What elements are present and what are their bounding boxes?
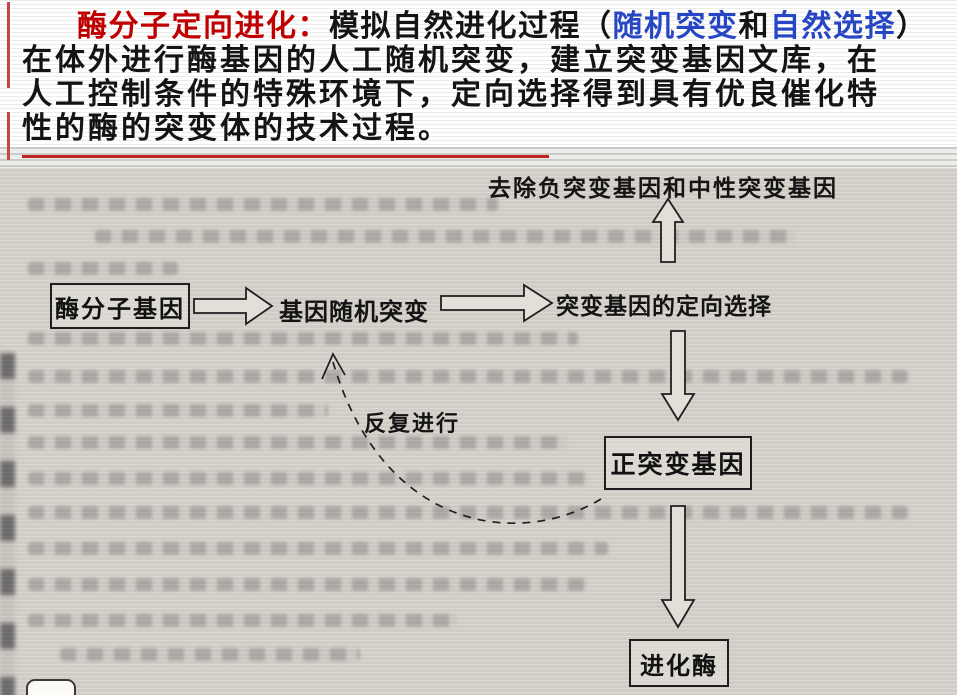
- node-random-mutation: 基因随机突变: [279, 300, 429, 326]
- definition-line-1: 酶分子定向进化：模拟自然进化过程（随机突变和自然选择）: [22, 10, 957, 44]
- partial-rounded-rect: [26, 679, 76, 695]
- label-remove-negative-neutral: 去除负突变基因和中性突变基因: [488, 176, 838, 201]
- scan-ghost-line: [28, 332, 578, 345]
- scan-ghost-line: [28, 436, 568, 449]
- flowchart-scan-area: [0, 168, 957, 695]
- node-evolved-enzyme: 进化酶: [629, 639, 729, 687]
- scan-ghost-line: [95, 230, 795, 243]
- scan-ghost-line: [28, 198, 498, 211]
- definition-text: 模拟自然进化过程（: [329, 10, 613, 43]
- scan-ghost-line: [28, 614, 458, 627]
- slide-header-area: [0, 0, 957, 168]
- scan-ghost-line: [28, 578, 588, 591]
- scan-artifact-column: [0, 353, 15, 695]
- scan-ghost-line: [28, 472, 588, 485]
- node-directed-selection: 突变基因的定向选择: [556, 294, 772, 319]
- red-underline: [22, 155, 549, 158]
- scan-ghost-line: [28, 542, 608, 555]
- definition-paragraph: 酶分子定向进化：模拟自然进化过程（随机突变和自然选择） 在体外进行酶基因的人工随…: [22, 10, 957, 146]
- definition-text: ）: [896, 10, 928, 43]
- node-enzyme-gene: 酶分子基因: [50, 283, 190, 329]
- definition-line-2: 在体外进行酶基因的人工随机突变，建立突变基因文库，在: [22, 44, 880, 77]
- node-positive-mutant-gene: 正突变基因: [604, 436, 752, 490]
- left-red-edge-mark: [7, 112, 10, 160]
- term-title: 酶分子定向进化：: [77, 10, 329, 43]
- scan-ghost-line: [28, 262, 178, 275]
- scan-ghost-line: [28, 370, 908, 383]
- scan-ghost-line: [28, 506, 908, 519]
- scan-ghost-line: [28, 404, 328, 417]
- definition-line-4: 性的酶的突变体的技术过程。: [22, 112, 451, 145]
- keyword-random-mutation: 随机突变: [612, 10, 739, 43]
- definition-text: 和: [738, 10, 770, 43]
- left-red-edge-mark: [7, 2, 10, 88]
- label-repeat-cycle: 反复进行: [364, 411, 461, 436]
- keyword-natural-selection: 自然选择: [770, 10, 896, 43]
- definition-line-3: 人工控制条件的特殊环境下，定向选择得到具有优良催化特: [22, 78, 880, 111]
- scan-ghost-line: [60, 648, 360, 661]
